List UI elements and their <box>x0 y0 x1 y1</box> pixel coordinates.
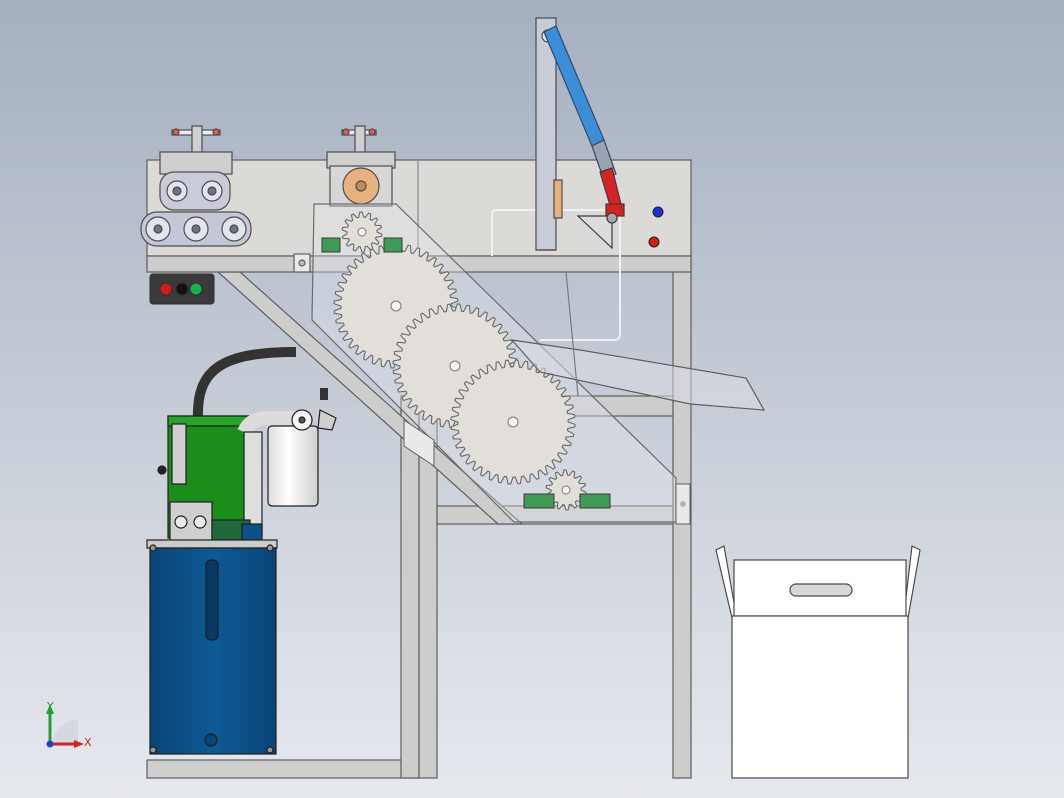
y-axis-label: Y <box>46 700 54 713</box>
x-axis-label: X <box>84 736 92 749</box>
motor-mounts <box>321 237 611 509</box>
pinion-bottom-hub <box>561 485 571 495</box>
indicator-light-blue <box>652 206 664 218</box>
x-axis-head <box>74 740 84 748</box>
pressure-roller <box>326 125 396 207</box>
control-box <box>149 273 215 305</box>
tilt-lever <box>576 167 625 250</box>
oil-filter <box>267 425 319 507</box>
base-frame <box>146 759 420 779</box>
large-gear-lower-hub <box>507 416 519 428</box>
start-button[interactable] <box>189 282 203 296</box>
y-axis-head <box>46 704 54 714</box>
z-axis-dot <box>46 740 54 748</box>
feed-rollers <box>140 125 252 247</box>
gear-train <box>333 211 587 511</box>
large-gear-upper-hub <box>390 300 402 312</box>
output-chute <box>510 339 766 411</box>
collection-box <box>715 545 921 779</box>
hydraulic-power-unit <box>146 347 337 755</box>
axis-triad: X Y <box>46 700 92 749</box>
indicator-light-red <box>648 236 660 248</box>
pinion-top-hub <box>357 227 367 237</box>
base-rail <box>146 759 420 779</box>
large-gear-middle-hub <box>449 360 461 372</box>
stop-button[interactable] <box>159 282 173 296</box>
